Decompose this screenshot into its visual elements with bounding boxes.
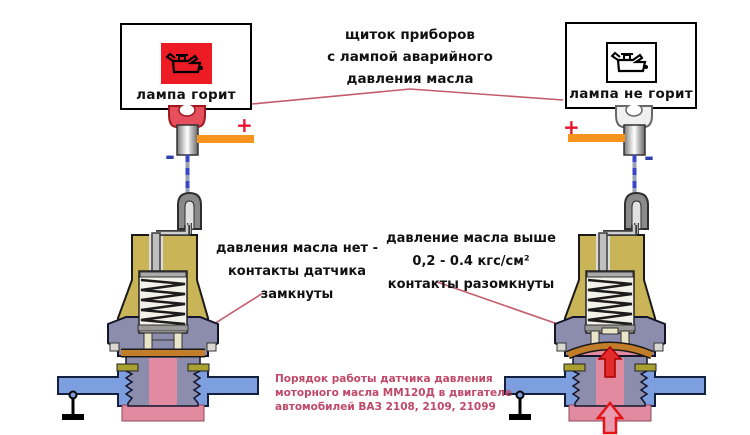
contact-bridge-open	[601, 327, 619, 335]
oil-can-glyph	[165, 52, 203, 73]
pressure-arrow-inner	[597, 345, 623, 378]
instrument-panel-note-line: с лампой аварийного	[327, 49, 493, 65]
left-state-note-line: замкнуты	[260, 287, 334, 302]
lamp-on-label: лампа горит	[136, 87, 236, 103]
left-state-note: давления масла нет - контакты датчика за…	[212, 237, 382, 306]
oil-can-icon-off	[605, 42, 657, 83]
washer-right	[634, 363, 657, 372]
right-state-note: давление масла выше 0,2 - 0.4 кгс/см² ко…	[382, 227, 560, 296]
contact-left	[143, 332, 153, 351]
bulb-base	[623, 124, 646, 156]
oil-pressure-sensor-left	[57, 225, 259, 422]
pressure-arrow-inlet	[595, 400, 625, 435]
lamp-connector-left	[168, 105, 206, 235]
sensor-spring	[140, 278, 186, 326]
indicator-box-lamp-off: лампа не горит	[565, 22, 697, 109]
plus-wire-left	[197, 135, 254, 143]
washer-left	[116, 363, 139, 372]
footer-caption: Порядок работы датчика давления моторног…	[275, 372, 512, 414]
left-state-note-line: давления масла нет -	[216, 241, 378, 256]
header-pointer-lines	[251, 88, 564, 105]
oil-can-glyph	[610, 51, 648, 72]
plus-sign-left: +	[236, 113, 253, 137]
right-state-note-line: 0,2 - 0.4 кгс/см²	[412, 254, 530, 269]
oil-channel-column	[149, 358, 177, 405]
left-state-note-line: контакты датчика	[227, 264, 367, 279]
right-state-note-line: контакты разомкнуты	[387, 277, 555, 292]
oil-channel-pool	[121, 404, 205, 422]
washer-right	[187, 363, 210, 372]
footer-caption-line: автомобилей ВАЗ 2108, 2109, 21099	[275, 401, 496, 413]
footer-caption-line: Порядок работы датчика давления	[275, 373, 493, 385]
sensor-pushrod	[151, 232, 161, 276]
minus-sign-left: -	[165, 142, 175, 170]
plus-sign-right: +	[563, 115, 580, 139]
sensor-spring	[587, 278, 633, 326]
washer-left	[563, 363, 586, 372]
contact-right	[173, 332, 183, 351]
instrument-panel-note-line: щиток приборов	[345, 27, 475, 43]
bulb-base	[176, 124, 199, 156]
sensor-pushrod	[598, 232, 608, 276]
minus-sign-right: -	[644, 143, 654, 171]
contact-bridge-closed	[151, 332, 175, 341]
footer-caption-line: моторного масла ММ120Д в двигателе	[275, 387, 512, 399]
indicator-box-lamp-on: лампа горит	[120, 23, 252, 110]
instrument-panel-note: щиток приборов с лампой аварийного давле…	[320, 24, 500, 90]
right-state-note-line: давление масла выше	[386, 231, 556, 246]
lamp-off-label: лампа не горит	[569, 86, 693, 102]
plus-wire-right	[568, 134, 625, 142]
oil-can-icon-on	[160, 43, 212, 84]
instrument-panel-note-line: давления масла	[346, 71, 474, 87]
lamp-connector-right	[615, 105, 653, 235]
oil-pressure-sensor-right	[504, 225, 706, 435]
